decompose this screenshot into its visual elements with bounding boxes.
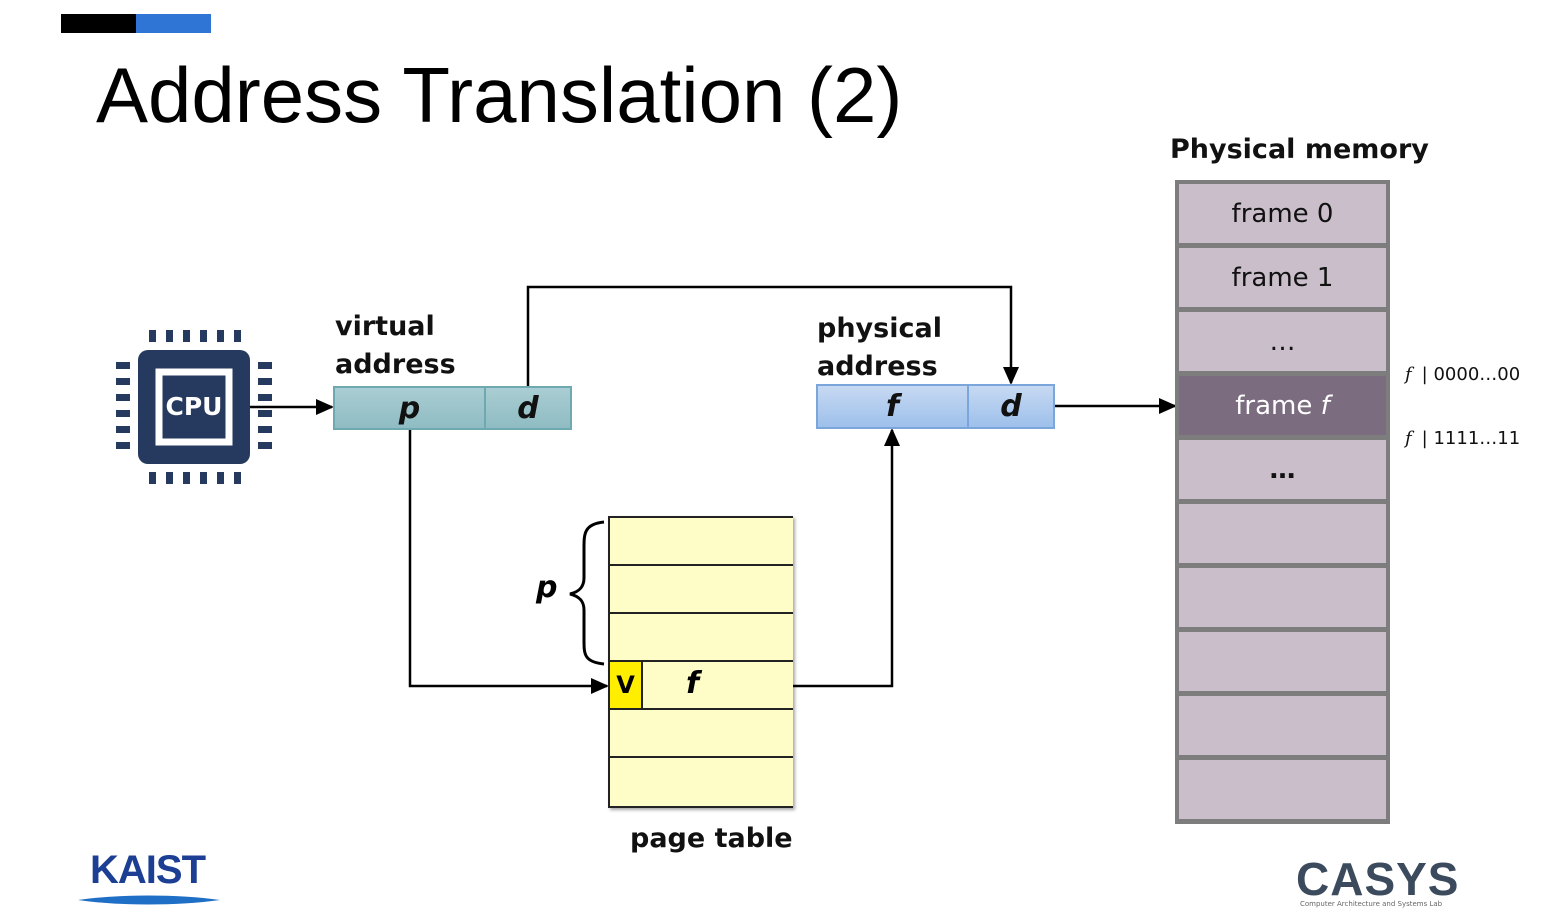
pa-frame-field: f [816, 384, 969, 429]
physical-memory: frame 0 frame 1 … frame f … [1175, 180, 1390, 824]
page-table-row [610, 566, 793, 614]
page-table-row [610, 518, 793, 566]
memory-frame-ellipsis: … [1179, 440, 1386, 499]
page-table-label: page table [630, 823, 793, 854]
frame-end-address: f| 1111…11 [1405, 428, 1521, 449]
frame-start-address: f| 0000…00 [1405, 364, 1521, 385]
arrow-p-to-page-table [408, 430, 609, 694]
slide-title: Address Translation (2) [96, 51, 903, 139]
cpu-label: CPU [165, 392, 223, 421]
page-table-row-entry: V f [610, 662, 793, 710]
kaist-logo: KAIST [78, 848, 223, 908]
memory-frame [1179, 504, 1386, 563]
physical-memory-label: Physical memory [1170, 134, 1429, 165]
header-bar-black [61, 14, 136, 33]
page-table-row [610, 758, 793, 806]
physical-address-label: physical address [817, 313, 942, 382]
memory-frame-ellipsis: … [1179, 312, 1386, 371]
virtual-address-label: virtual address [335, 311, 456, 380]
brace-p-label: p [536, 570, 558, 605]
header-bar-blue [136, 14, 211, 33]
memory-frame [1179, 696, 1386, 755]
memory-frame-1: frame 1 [1179, 248, 1386, 307]
memory-frame [1179, 568, 1386, 627]
page-table-row [610, 614, 793, 662]
pa-offset-field: d [967, 384, 1055, 429]
valid-bit: V [610, 662, 643, 708]
page-table-frame-number: f [686, 666, 700, 701]
cpu-icon: CPU [112, 326, 276, 488]
va-page-field: p [333, 386, 486, 430]
memory-frame [1179, 760, 1386, 819]
arrow-offset-copy [526, 285, 1019, 386]
memory-frame-f: frame f [1179, 376, 1386, 435]
arrow-frame-to-pa [793, 428, 900, 688]
page-table-row [610, 710, 793, 758]
brace-p [569, 520, 605, 666]
memory-frame-0: frame 0 [1179, 184, 1386, 243]
casys-logo: CASYS Computer Architecture and Systems … [1296, 853, 1460, 908]
page-table: V f [608, 516, 793, 808]
memory-frame [1179, 632, 1386, 691]
va-offset-field: d [484, 386, 572, 430]
